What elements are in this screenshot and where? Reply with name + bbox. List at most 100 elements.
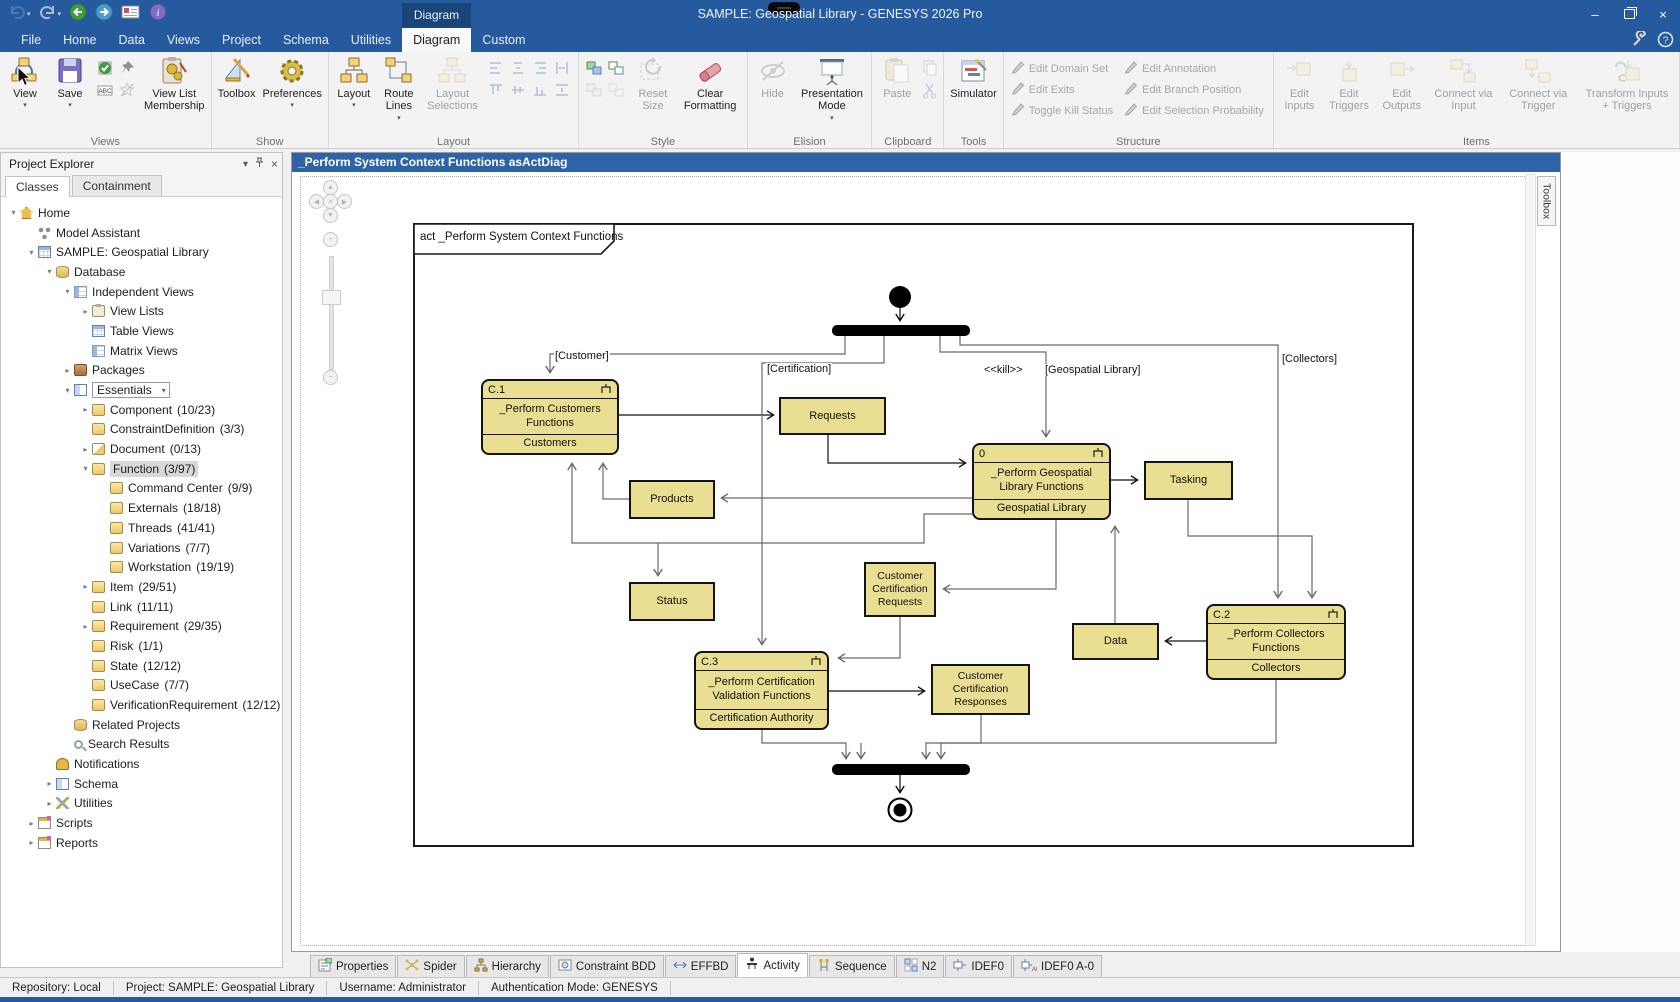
explorer-tab-classes[interactable]: Classes xyxy=(5,176,70,197)
redo-button[interactable]: ▾ xyxy=(37,3,64,25)
preferences-button[interactable]: Preferences▾ xyxy=(260,54,325,109)
about-button[interactable]: i xyxy=(147,3,169,25)
tree-item-scripts[interactable]: ▸Scripts xyxy=(1,813,282,833)
tree-item-command-center[interactable]: Command Center(9/9) xyxy=(1,479,282,499)
item-node-status[interactable]: Status xyxy=(629,582,715,621)
tree-item-table-views[interactable]: Table Views xyxy=(1,321,282,341)
rename-button[interactable]: ABC xyxy=(95,80,115,100)
expand-closed-icon[interactable]: ▸ xyxy=(47,798,52,808)
connector-edge-13[interactable] xyxy=(567,462,972,544)
zoom-slider-track[interactable] xyxy=(329,256,334,370)
tree-item-reports[interactable]: ▸Reports xyxy=(1,833,282,853)
connector-edge-12[interactable] xyxy=(598,462,629,500)
explorer-tab-containment[interactable]: Containment xyxy=(71,175,162,196)
tree-item-notifications[interactable]: Notifications xyxy=(1,754,282,774)
chevron-down-icon[interactable]: ▾ xyxy=(161,385,166,395)
tree-item-function[interactable]: ▾Function(3/97) xyxy=(1,459,282,479)
expand-open-icon[interactable]: ▾ xyxy=(11,208,16,218)
view-list-membership-button[interactable]: View List Membership xyxy=(141,54,208,113)
view-tab-activity[interactable]: Activity xyxy=(737,953,808,977)
canvas-scrollbar[interactable] xyxy=(1525,174,1536,946)
tree-item-link[interactable]: Link(11/11) xyxy=(1,597,282,617)
item-node-data[interactable]: Data xyxy=(1072,623,1159,660)
tab-file[interactable]: File xyxy=(21,33,42,47)
diagram-canvas[interactable]: ▲◀✕▶▼+− Toolbox act _Perform System Cont… xyxy=(292,172,1560,951)
tab-views[interactable]: Views xyxy=(166,33,201,47)
route-lines-button[interactable]: Route Lines▾ xyxy=(377,54,421,122)
close-button[interactable]: × xyxy=(1659,6,1667,22)
undo-dropdown-icon[interactable]: ▾ xyxy=(27,11,31,18)
toolbox-side-tab[interactable]: Toolbox xyxy=(1537,176,1556,226)
expand-open-icon[interactable]: ▾ xyxy=(65,287,70,297)
redo-dropdown-icon[interactable]: ▾ xyxy=(57,11,62,18)
dropdown-icon[interactable]: ▾ xyxy=(68,102,72,110)
tree-item-usecase[interactable]: UseCase(7/7) xyxy=(1,676,282,696)
essentials-combo[interactable]: Essentials▾ xyxy=(92,382,170,399)
tab-schema[interactable]: Schema xyxy=(282,33,329,47)
initial-node[interactable] xyxy=(889,286,911,308)
connector-edge-16[interactable] xyxy=(837,617,901,663)
tree-item-variations[interactable]: Variations(7/7) xyxy=(1,538,282,558)
undo-button[interactable]: ▾ xyxy=(6,3,33,25)
expand-closed-icon[interactable]: ▸ xyxy=(83,405,88,415)
tree-item-search-results[interactable]: Search Results xyxy=(1,735,282,755)
expand-open-icon[interactable]: ▾ xyxy=(83,464,88,474)
tree-item-item[interactable]: ▸Item(29/51) xyxy=(1,577,282,597)
connector-edge-6[interactable] xyxy=(545,336,846,374)
expand-open-icon[interactable]: ▾ xyxy=(47,267,52,277)
tab-diagram[interactable]: Diagram xyxy=(402,28,472,52)
style-fill-button[interactable] xyxy=(584,58,604,78)
dropdown-icon[interactable]: ▾ xyxy=(23,102,27,110)
tab-utilities[interactable]: Utilities xyxy=(350,33,392,47)
view-tab-sequence[interactable]: Sequence xyxy=(808,955,895,977)
tab-home[interactable]: Home xyxy=(63,33,97,47)
tree-item-essentials[interactable]: ▾Essentials▾ xyxy=(1,380,282,400)
tree-item-view-lists[interactable]: ▸View Lists xyxy=(1,301,282,321)
explorer-pin-icon[interactable] xyxy=(255,157,264,171)
pan-up-button[interactable]: ▲ xyxy=(323,180,338,195)
zoom-slider-thumb[interactable] xyxy=(322,290,341,305)
tree-item-home[interactable]: ▾Home xyxy=(1,203,282,223)
zoom-in-button[interactable]: + xyxy=(323,232,338,247)
tree-item-matrix-views[interactable]: Matrix Views xyxy=(1,341,282,361)
pan-center-button[interactable]: ✕ xyxy=(323,194,338,209)
pan-right-button[interactable]: ▶ xyxy=(337,194,352,209)
tree-item-externals[interactable]: Externals(18/18) xyxy=(1,498,282,518)
connector-edge-8[interactable] xyxy=(939,336,1051,438)
view-button[interactable]: View▾ xyxy=(3,54,47,109)
toolbox-button[interactable]: Toolbox xyxy=(215,54,259,100)
forward-button[interactable] xyxy=(93,3,115,25)
presentation-mode-button[interactable]: Presentation Mode▾ xyxy=(796,54,869,122)
item-node-tasking[interactable]: Tasking xyxy=(1144,461,1233,500)
view-tab-idef0-a-0[interactable]: A0IDEF0 A-0 xyxy=(1013,955,1103,977)
dropdown-icon[interactable]: ▾ xyxy=(397,114,401,122)
tree-item-risk[interactable]: Risk(1/1) xyxy=(1,636,282,656)
view-tab-constraint-bdd[interactable]: Constraint BDD xyxy=(549,955,664,977)
tree-item-requirement[interactable]: ▸Requirement(29/35) xyxy=(1,616,282,636)
expand-closed-icon[interactable]: ▸ xyxy=(47,779,52,789)
tree-item-workstation[interactable]: Workstation(19/19) xyxy=(1,557,282,577)
zoom-out-button[interactable]: − xyxy=(323,370,338,385)
connector-edge-10[interactable] xyxy=(1187,500,1317,599)
dropdown-icon[interactable]: ▾ xyxy=(290,102,294,110)
tree-item-component[interactable]: ▸Component(10/23) xyxy=(1,400,282,420)
tree-item-related-projects[interactable]: Related Projects xyxy=(1,715,282,735)
minimize-button[interactable]: – xyxy=(1591,6,1599,22)
pan-down-button[interactable]: ▼ xyxy=(323,208,338,223)
connector-edge-18[interactable] xyxy=(936,680,1277,760)
layout-button[interactable]: Layout▾ xyxy=(332,54,376,109)
tab-custom[interactable]: Custom xyxy=(482,33,526,47)
tab-project[interactable]: Project xyxy=(222,33,261,47)
tree-item-state[interactable]: State(12/12) xyxy=(1,656,282,676)
tree-item-sample-geospatial-library[interactable]: ▾SAMPLE: Geospatial Library xyxy=(1,242,282,262)
tree-item-database[interactable]: ▾Database xyxy=(1,262,282,282)
view-tab-properties[interactable]: Properties xyxy=(310,955,397,977)
dropdown-icon[interactable]: ▾ xyxy=(830,114,834,122)
view-tab-idef0[interactable]: IDEF0 xyxy=(945,955,1012,977)
tree-item-schema[interactable]: ▸Schema xyxy=(1,774,282,794)
